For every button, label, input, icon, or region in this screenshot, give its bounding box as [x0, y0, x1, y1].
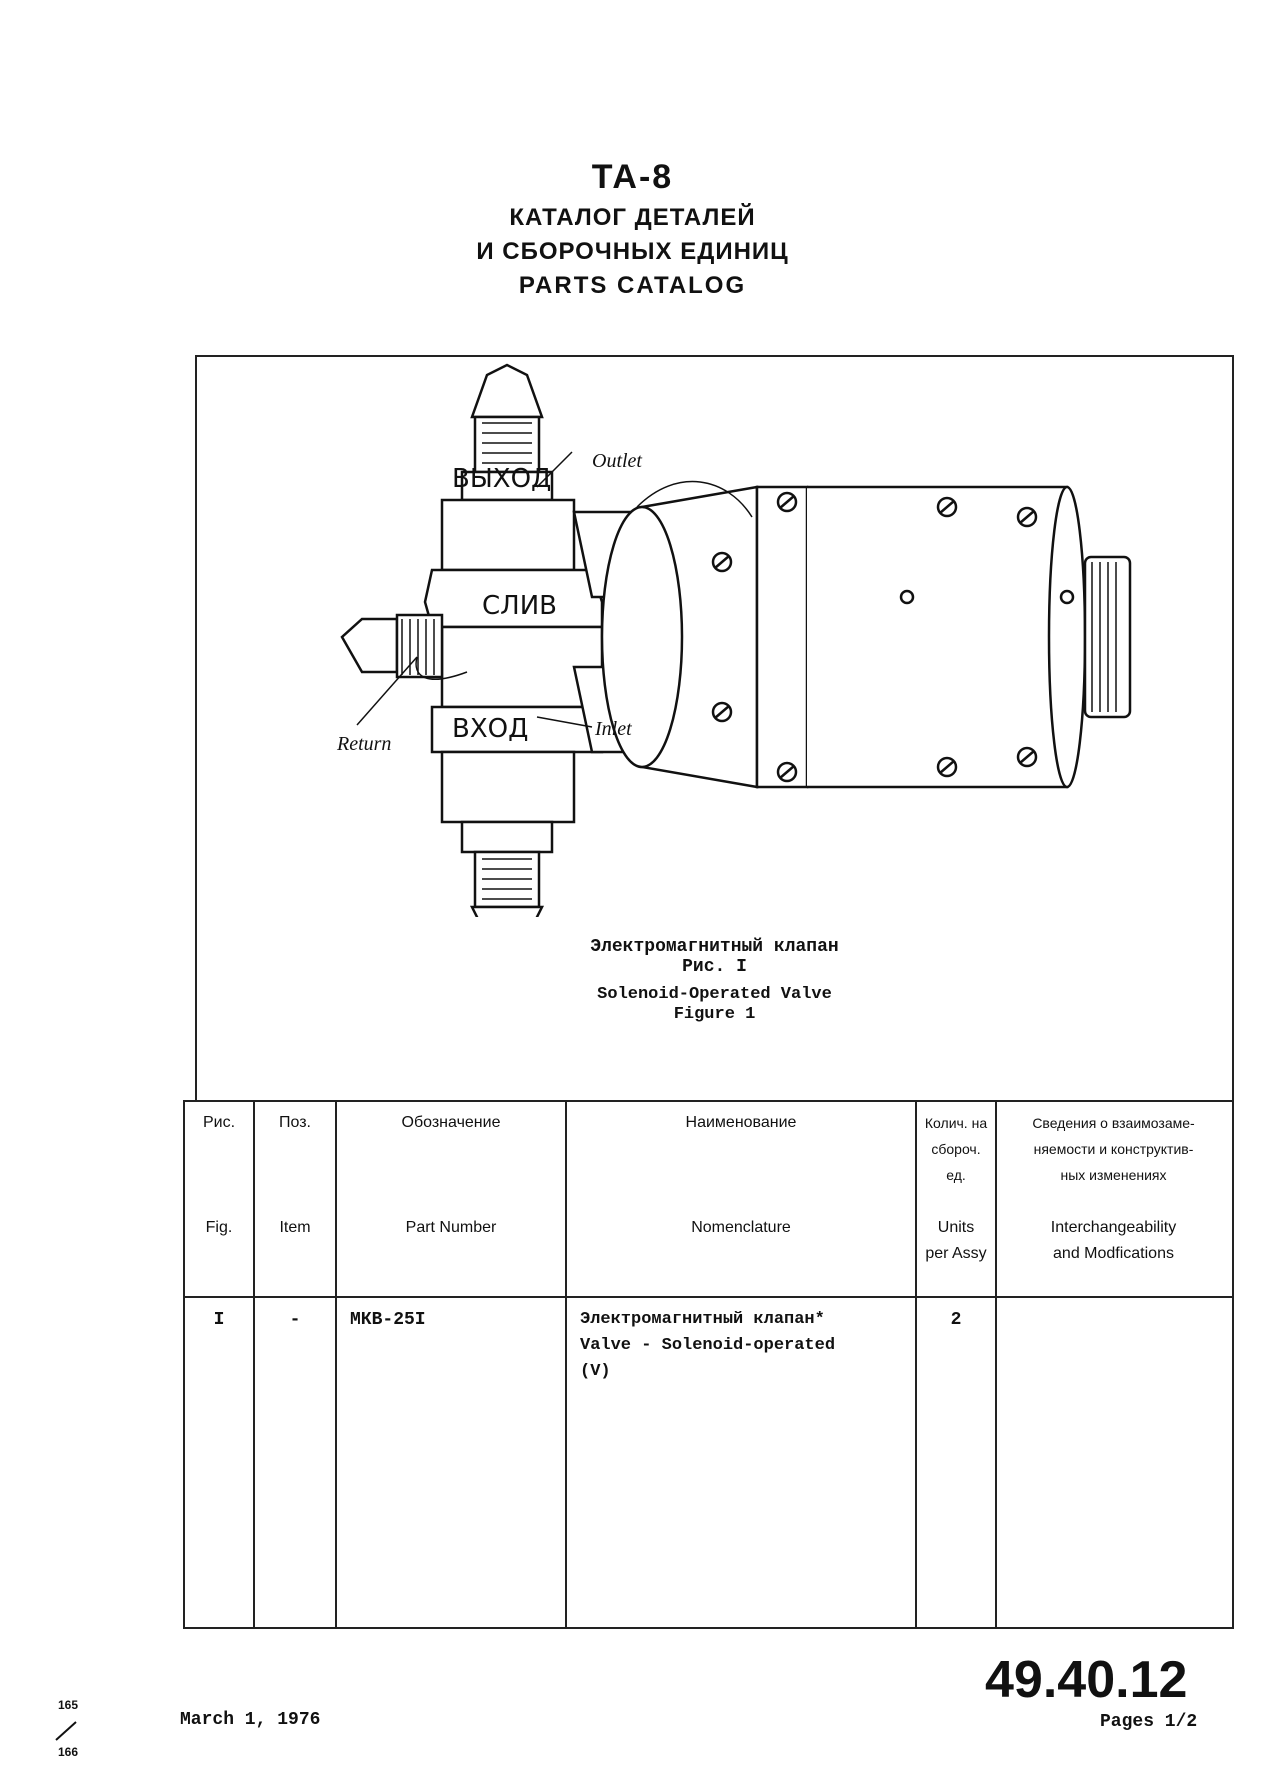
row-name-ru: Электромагнитный клапан*	[580, 1310, 825, 1329]
row-fig: I	[213, 1310, 225, 1330]
header-inter-ru-3: ных изменениях	[1060, 1167, 1167, 1183]
caption-en: Solenoid-Operated Valve	[597, 985, 832, 1004]
subtitle-en: PARTS CATALOG	[518, 272, 747, 299]
header-units-ru-2: сбороч.	[931, 1141, 981, 1157]
row-item: -	[289, 1310, 301, 1330]
header-units-en-2: per Assy	[925, 1245, 987, 1262]
figure-frame: ВЫХОД СЛИВ ВХОД Outlet Return Inlet Элек…	[195, 355, 1234, 1102]
figure-number-ru: Рис. I	[682, 957, 747, 977]
header-inter-ru-1: Сведения о взаимозаме-	[1032, 1115, 1195, 1131]
outlet-ru-label: ВЫХОД	[452, 464, 551, 494]
header-inter-en-1: Interchangeability	[1050, 1219, 1177, 1236]
header-units-en-1: Units	[937, 1219, 975, 1236]
page-number-bottom: 166	[58, 1745, 79, 1759]
header-units-ru-3: ед.	[946, 1167, 966, 1183]
outlet-en-label: Outlet	[592, 450, 642, 472]
caption-ru: Электромагнитный клапан	[590, 937, 839, 957]
inlet-ru-label: ВХОД	[452, 714, 528, 744]
pages-indicator: Pages 1/2	[1100, 1712, 1198, 1732]
header-part-ru: Обозначение	[401, 1114, 501, 1131]
figure-number-en: Figure 1	[673, 1005, 756, 1024]
row-units: 2	[950, 1310, 962, 1330]
header-item-en: Item	[279, 1219, 311, 1236]
header-units-ru-1: Колич. на	[924, 1115, 988, 1131]
inlet-en-label: Inlet	[594, 718, 632, 740]
subtitle-ru-line2: И СБОРОЧНЫХ ЕДИНИЦ	[476, 238, 789, 265]
row-part-number: МКВ-25I	[350, 1310, 426, 1330]
document-title: ТА-8	[591, 158, 674, 196]
return-en-label: Return	[336, 733, 391, 755]
row-name-en: Valve - Solenoid-operated	[580, 1336, 836, 1355]
page-divider-slash	[55, 1721, 77, 1741]
subtitle-ru-line1: КАТАЛОГ ДЕТАЛЕЙ	[509, 204, 756, 231]
document-number: 49.40.12	[985, 1651, 1188, 1709]
solenoid-valve-drawing: ВЫХОД СЛИВ ВХОД Outlet Return Inlet	[336, 363, 1132, 917]
header-fig-en: Fig.	[205, 1219, 233, 1236]
header-inter-ru-2: няемости и конструктив-	[1033, 1141, 1194, 1157]
header-item-ru: Поз.	[279, 1114, 311, 1131]
header-inter-en-2: and Modfications	[1053, 1245, 1174, 1262]
header-part-en: Part Number	[405, 1219, 497, 1236]
return-ru-label: СЛИВ	[482, 591, 557, 621]
parts-table: Рис. Fig. Поз. Item Обозначение Part Num…	[183, 1100, 1234, 1629]
page-number-top: 165	[58, 1698, 79, 1712]
header-name-ru: Наименование	[685, 1114, 797, 1131]
row-name-note: (V)	[580, 1362, 611, 1381]
header-fig-ru: Рис.	[202, 1114, 236, 1131]
issue-date: March 1, 1976	[180, 1710, 321, 1730]
header-name-en: Nomenclature	[691, 1219, 791, 1236]
